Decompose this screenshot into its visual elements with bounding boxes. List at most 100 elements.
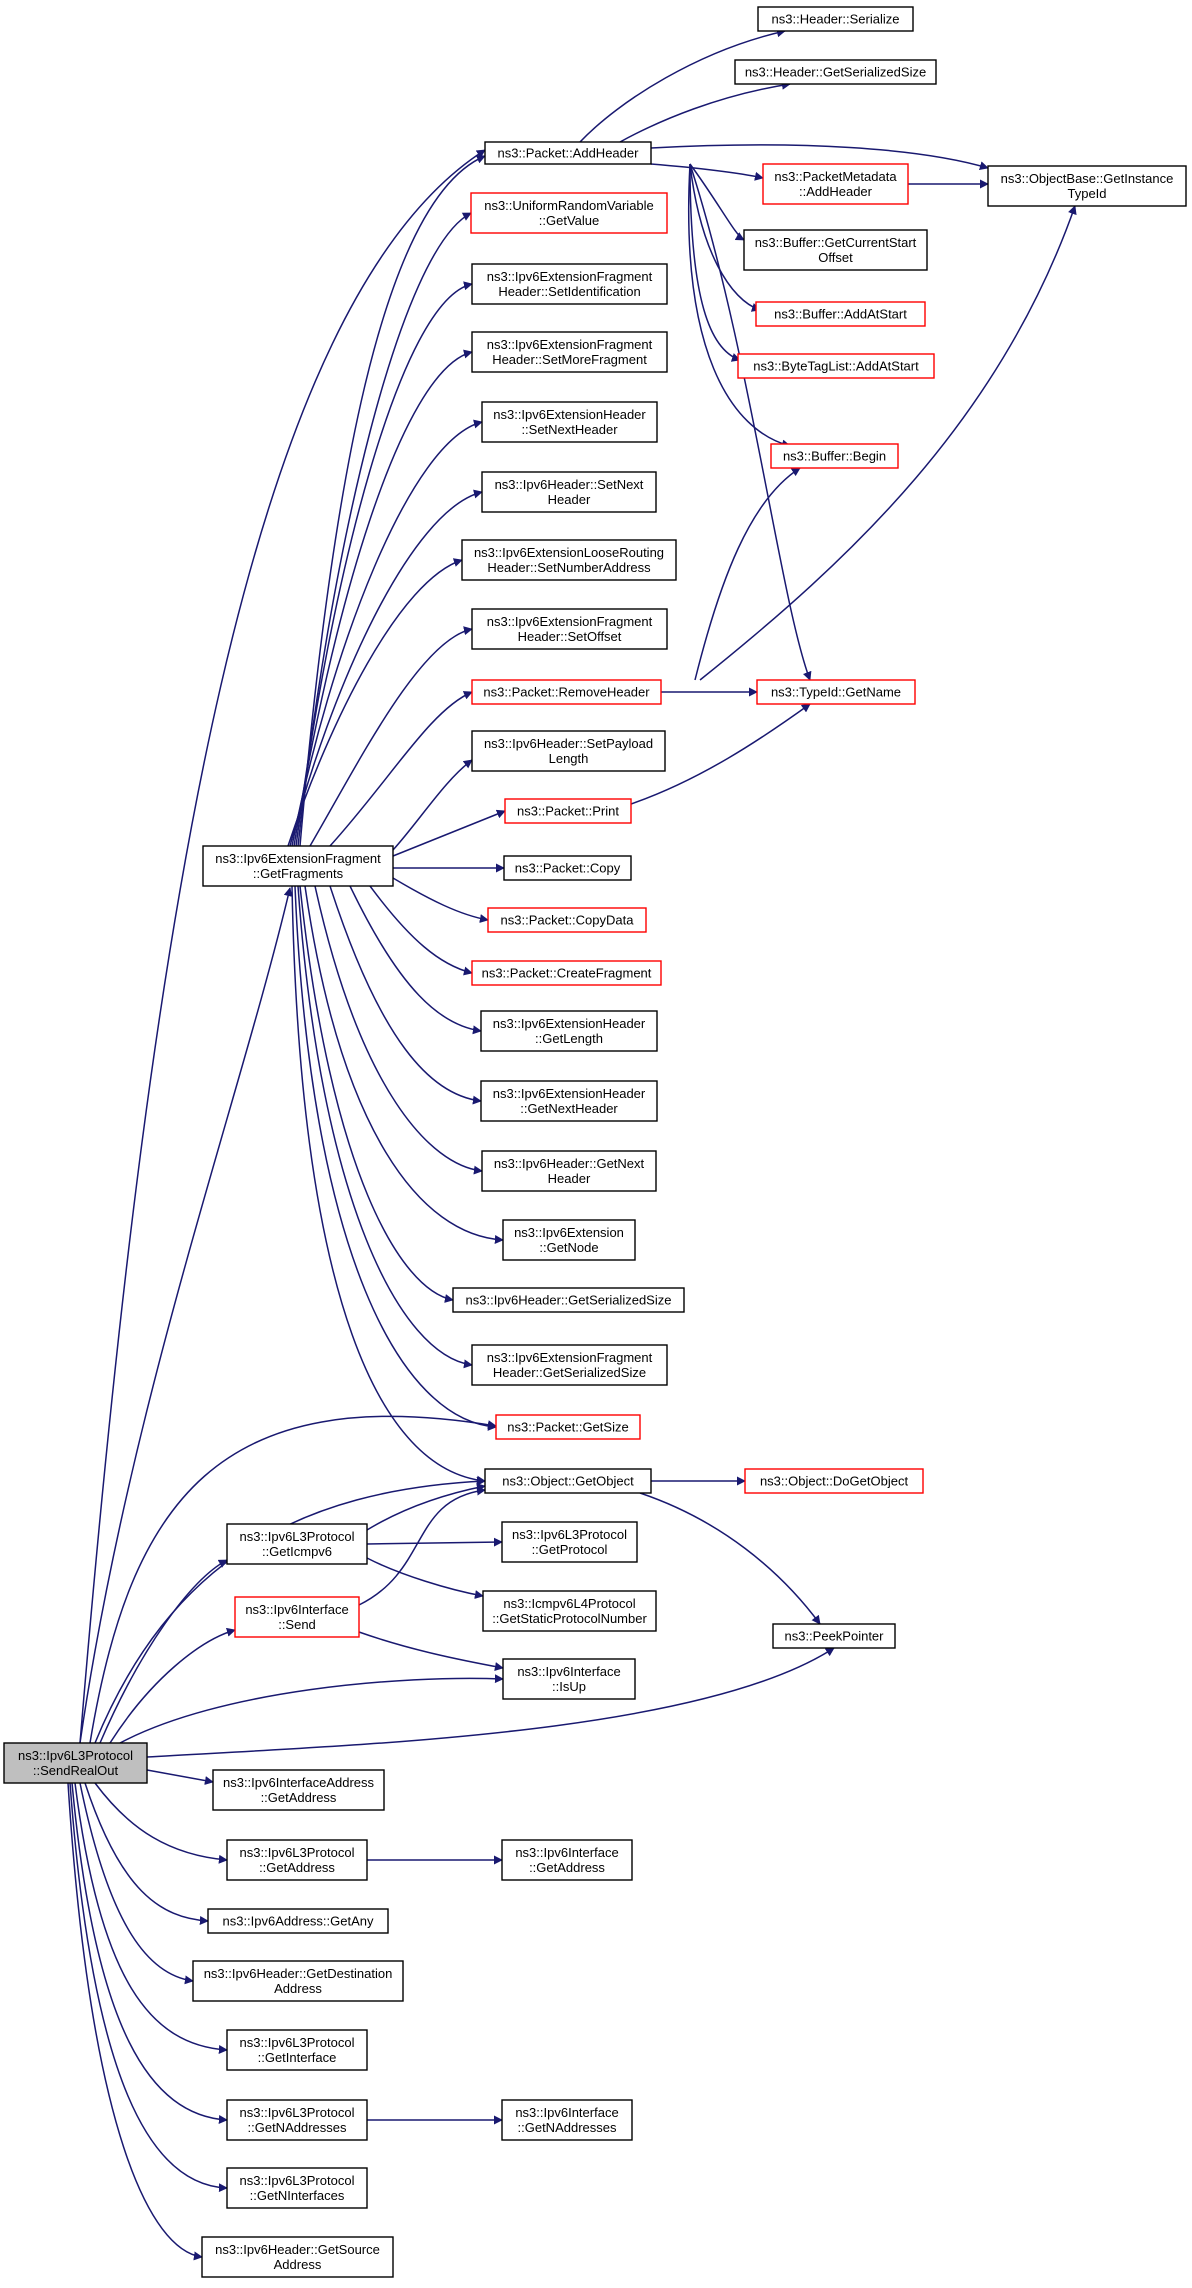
node-remove-header[interactable]: ns3::Packet::RemoveHeader: [471, 679, 662, 705]
node-label: ns3::Buffer::GetCurrentStart: [755, 235, 917, 250]
node-packet-copy-data[interactable]: ns3::Packet::CopyData: [487, 907, 647, 933]
node-interface-send[interactable]: ns3::Ipv6Interface::Send: [234, 1596, 360, 1638]
edge-root-to-packetGetSize: [89, 1415, 497, 1744]
edge-root-to-l3GetAddress: [94, 1782, 228, 1864]
edge-addHeader-to-headerSerialize: [579, 28, 786, 143]
node-label: ns3::PacketMetadata: [774, 169, 897, 184]
node-box: [757, 6, 914, 32]
node-get-naddresses[interactable]: ns3::Ipv6L3Protocol::GetNAddresses: [226, 2099, 368, 2141]
node-box: [501, 1839, 633, 1881]
node-label: Address: [274, 1981, 322, 1996]
node-label: ns3::Ipv6L3Protocol: [240, 2173, 355, 2188]
node-address-get-any[interactable]: ns3::Ipv6Address::GetAny: [207, 1908, 389, 1934]
node-label: ns3::Ipv6Interface: [245, 1602, 348, 1617]
node-ext-get-length[interactable]: ns3::Ipv6ExtensionHeader::GetLength: [480, 1010, 658, 1052]
node-ext-get-next-header[interactable]: ns3::Ipv6ExtensionHeader::GetNextHeader: [480, 1080, 658, 1122]
node-ipv6-header-set-next-header[interactable]: ns3::Ipv6Header::SetNextHeader: [481, 471, 657, 513]
node-box: [234, 1596, 360, 1638]
edge-getFragments-to-setOffset: [309, 626, 473, 847]
node-object-do-get-object[interactable]: ns3::Object::DoGetObject: [744, 1468, 924, 1494]
node-label: ::Send: [278, 1617, 316, 1632]
node-header-serialize[interactable]: ns3::Header::Serialize: [757, 6, 914, 32]
node-box: [502, 1219, 636, 1261]
edge-addHeader-to-bufferGetCurrentStart: [689, 163, 745, 241]
node-label: ns3::Ipv6Header::SetNext: [495, 477, 644, 492]
edge-addHeader-to-bufferBegin: [688, 163, 791, 449]
edge-getFragments-to-removeHeader: [329, 691, 473, 847]
node-set-identification[interactable]: ns3::Ipv6ExtensionFragmentHeader::SetIde…: [471, 263, 668, 305]
node-label: ::GetNAddresses: [248, 2120, 347, 2135]
node-packet-get-size[interactable]: ns3::Packet::GetSize: [495, 1414, 641, 1440]
node-ipv6-header-get-next-header[interactable]: ns3::Ipv6Header::GetNextHeader: [481, 1150, 657, 1192]
node-l3-get-address[interactable]: ns3::Ipv6L3Protocol::GetAddress: [226, 1839, 368, 1881]
node-packet-copy[interactable]: ns3::Packet::Copy: [503, 855, 632, 881]
node-get-fragments[interactable]: ns3::Ipv6ExtensionFragment::GetFragments: [202, 845, 394, 887]
edge-getFragments-to-ipv6HeaderGetSerializedSize: [299, 885, 454, 1303]
edge-root-to-peekPointer: [146, 1647, 835, 1758]
node-label: ns3::Ipv6ExtensionLooseRouting: [474, 545, 664, 560]
node-get-static-protocol-number[interactable]: ns3::Icmpv6L4Protocol::GetStaticProtocol…: [482, 1590, 657, 1632]
edge-addHeader-to-byteTagListAddAtStart: [689, 163, 741, 362]
node-label: Offset: [818, 250, 853, 265]
edge-root-to-getInterface: [74, 1782, 228, 2054]
node-peek-pointer[interactable]: ns3::PeekPointer: [772, 1623, 896, 1649]
node-ext-set-next-header[interactable]: ns3::Ipv6ExtensionHeader::SetNextHeader: [481, 401, 658, 443]
node-frag-header-get-serialized-size[interactable]: ns3::Ipv6ExtensionFragmentHeader::GetSer…: [471, 1344, 668, 1386]
node-label: ns3::Ipv6Extension: [514, 1225, 624, 1240]
node-header-get-serialized-size[interactable]: ns3::Header::GetSerializedSize: [734, 59, 937, 85]
edge-getFragments-to-objectGetObject: [291, 885, 486, 1485]
node-label: ns3::Ipv6ExtensionHeader: [493, 1086, 646, 1101]
node-set-offset[interactable]: ns3::Ipv6ExtensionFragmentHeader::SetOff…: [471, 608, 668, 650]
node-byte-tag-list-add-at-start[interactable]: ns3::ByteTagList::AddAtStart: [737, 353, 935, 379]
node-box: [207, 1908, 389, 1934]
node-box: [502, 1658, 636, 1700]
edge-root-to-addressGetAny: [84, 1782, 209, 1925]
node-label: ns3::Packet::GetSize: [507, 1420, 628, 1435]
node-interface-is-up[interactable]: ns3::Ipv6Interface::IsUp: [502, 1658, 636, 1700]
node-label: ::GetLength: [535, 1031, 603, 1046]
node-box: [756, 679, 916, 705]
edge-root-to-interfaceAddressGetAddress: [146, 1769, 214, 1785]
node-box: [471, 263, 668, 305]
node-packet-metadata-add-header[interactable]: ns3::PacketMetadata::AddHeader: [762, 163, 909, 205]
node-box: [452, 1287, 685, 1313]
node-get-ninterfaces[interactable]: ns3::Ipv6L3Protocol::GetNInterfaces: [226, 2167, 368, 2209]
node-uniform-random[interactable]: ns3::UniformRandomVariable::GetValue: [470, 192, 668, 234]
edge-addHeader-to-headerGetSerializedSize: [619, 80, 791, 143]
node-set-number-address[interactable]: ns3::Ipv6ExtensionLooseRoutingHeader::Se…: [461, 539, 677, 581]
node-interface-get-naddresses[interactable]: ns3::Ipv6Interface::GetNAddresses: [501, 2099, 633, 2141]
node-buffer-add-at-start[interactable]: ns3::Buffer::AddAtStart: [755, 301, 926, 327]
node-ipv6-header-get-serialized-size[interactable]: ns3::Ipv6Header::GetSerializedSize: [452, 1287, 685, 1313]
node-get-protocol[interactable]: ns3::Ipv6L3Protocol::GetProtocol: [501, 1521, 638, 1563]
node-get-icmpv6[interactable]: ns3::Ipv6L3Protocol::GetIcmpv6: [226, 1523, 368, 1565]
node-create-fragment[interactable]: ns3::Packet::CreateFragment: [471, 960, 662, 986]
edge-addHeader-to-packetMetadataAddHeader: [650, 163, 764, 181]
node-set-more-fragment[interactable]: ns3::Ipv6ExtensionFragmentHeader::SetMor…: [471, 331, 668, 373]
node-ext-get-node[interactable]: ns3::Ipv6Extension::GetNode: [502, 1219, 636, 1261]
node-get-interface[interactable]: ns3::Ipv6L3Protocol::GetInterface: [226, 2029, 368, 2071]
node-root[interactable]: ns3::Ipv6L3Protocol::SendRealOut: [3, 1742, 148, 1784]
node-object-get-object[interactable]: ns3::Object::GetObject: [484, 1468, 652, 1494]
node-interface-get-address[interactable]: ns3::Ipv6Interface::GetAddress: [501, 1839, 633, 1881]
node-label: Header::SetNumberAddress: [487, 560, 651, 575]
edge-packetPrint-to-typeIdGetName: [630, 703, 811, 805]
edge-getIcmpv6-to-getStaticProtocolNumber: [366, 1557, 484, 1599]
edge-getFragments-to-extGetLength: [349, 885, 482, 1035]
node-label: ::AddHeader: [799, 184, 873, 199]
node-label: ns3::Object::GetObject: [502, 1474, 634, 1489]
node-packet-print[interactable]: ns3::Packet::Print: [504, 798, 632, 824]
node-box: [495, 1414, 641, 1440]
node-buffer-begin[interactable]: ns3::Buffer::Begin: [770, 443, 899, 469]
node-type-id-get-name[interactable]: ns3::TypeId::GetName: [756, 679, 916, 705]
edge-getIcmpv6-to-getProtocol: [366, 1537, 503, 1547]
node-add-header[interactable]: ns3::Packet::AddHeader: [484, 141, 652, 165]
node-interface-address-get-address[interactable]: ns3::Ipv6InterfaceAddress::GetAddress: [212, 1769, 385, 1811]
edge-root-to-getSourceAddress: [67, 1782, 203, 2261]
node-label: ::GetNInterfaces: [250, 2188, 345, 2203]
node-label: TypeId: [1067, 186, 1106, 201]
